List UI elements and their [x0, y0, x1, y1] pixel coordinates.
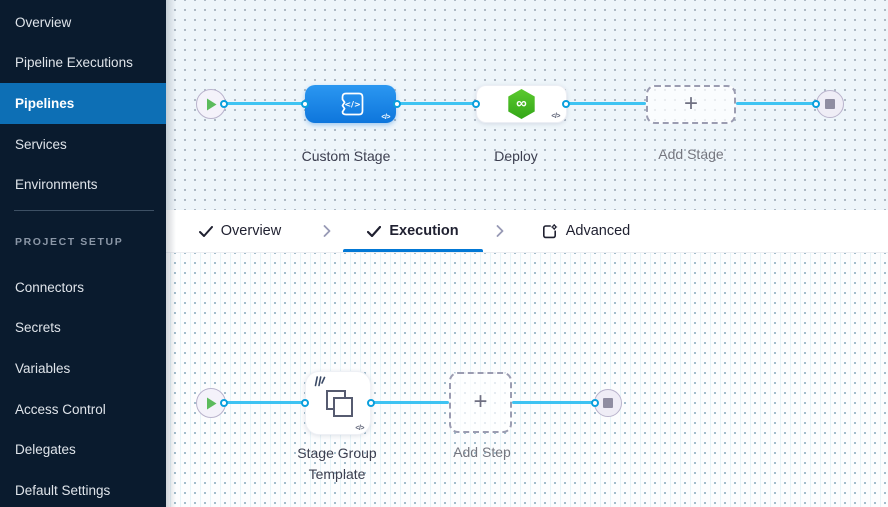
tab-label: Execution [389, 223, 459, 239]
play-icon [206, 397, 216, 409]
connection-point[interactable] [301, 100, 309, 108]
code-view-badge[interactable]: </> [381, 114, 390, 121]
sidebar-item-environments[interactable]: Environments [15, 177, 98, 193]
step-label-stage-group-template: Stage Group Template [297, 445, 377, 482]
sidebar-item-connectors[interactable]: Connectors [15, 279, 85, 295]
stage-graph-canvas[interactable]: </> </> ∞ </> + [166, 0, 888, 210]
connection-point[interactable] [220, 399, 228, 407]
template-badge-icon [314, 376, 326, 387]
chevron-right-icon [483, 210, 516, 252]
sidebar-item-default-settings[interactable]: Default Settings [15, 482, 111, 498]
tab-label: Advanced [565, 223, 631, 239]
stage-node-custom-stage[interactable]: </> </> [305, 85, 396, 123]
sidebar-item-pipelines[interactable]: Pipelines [0, 83, 166, 124]
connection-point[interactable] [562, 100, 570, 108]
stage-group-icon [326, 390, 353, 417]
sidebar-item-pipeline-executions[interactable]: Pipeline Executions [15, 55, 133, 71]
check-icon [367, 225, 382, 237]
sidebar-item-delegates[interactable]: Delegates [15, 442, 76, 458]
connection-point[interactable] [220, 100, 228, 108]
connection-point[interactable] [812, 100, 820, 108]
main-area: </> </> ∞ </> + [166, 0, 888, 507]
connection-point[interactable] [301, 399, 309, 407]
sidebar-item-access-control[interactable]: Access Control [15, 401, 106, 417]
tab-execution[interactable]: Execution [343, 210, 483, 252]
chevron-right-icon [310, 210, 343, 252]
connector-line [397, 102, 476, 105]
sidebar-item-overview[interactable]: Overview [15, 14, 72, 30]
stop-icon [603, 398, 613, 408]
advanced-settings-icon [542, 223, 557, 238]
tab-label: Overview [220, 223, 282, 239]
connection-point[interactable] [472, 100, 480, 108]
step-label-add-step: Add Step [453, 444, 511, 460]
code-view-badge[interactable]: </> [355, 425, 364, 432]
connector-line [512, 401, 595, 404]
play-icon [206, 98, 216, 110]
plus-icon: + [473, 387, 488, 415]
connector-line [371, 401, 449, 404]
add-step-button[interactable]: + [449, 372, 512, 433]
stage-config-tabbar: Overview Execution [166, 210, 888, 253]
connector-line [224, 102, 305, 105]
code-view-badge[interactable]: </> [551, 113, 560, 120]
sidebar-divider [14, 209, 154, 211]
sidebar: Overview Pipeline Executions Pipelines S… [0, 0, 166, 507]
connection-point[interactable] [367, 399, 375, 407]
stop-icon [825, 99, 835, 109]
tab-overview[interactable]: Overview [170, 210, 310, 252]
stage-label-deploy: Deploy [494, 148, 538, 164]
connection-point[interactable] [591, 399, 599, 407]
stage-label-add-stage: Add Stage [658, 146, 724, 162]
step-node-stage-group-template[interactable]: </> [305, 371, 371, 435]
pipeline-end-node[interactable] [816, 90, 844, 118]
connector-line [736, 102, 817, 105]
connector-line [224, 401, 305, 404]
sidebar-item-variables[interactable]: Variables [15, 360, 71, 376]
add-stage-button[interactable]: + [646, 85, 736, 124]
plus-icon: + [683, 89, 698, 117]
connection-point[interactable] [393, 100, 401, 108]
sidebar-item-services[interactable]: Services [15, 136, 67, 152]
connector-line [566, 102, 646, 105]
sidebar-item-secrets[interactable]: Secrets [15, 320, 61, 336]
svg-text:</>: </> [344, 100, 360, 109]
project-setup-heading: PROJECT SETUP [15, 235, 124, 248]
execution-graph-canvas[interactable]: </> + Stage Group Template Add Step [166, 253, 888, 507]
deploy-cd-icon: ∞ [508, 89, 535, 119]
custom-stage-icon: </> [341, 92, 364, 116]
stage-label-custom-stage: Custom Stage [301, 148, 391, 164]
check-icon [198, 225, 213, 237]
tab-advanced[interactable]: Advanced [516, 210, 656, 252]
stage-node-deploy[interactable]: ∞ </> [476, 85, 567, 123]
